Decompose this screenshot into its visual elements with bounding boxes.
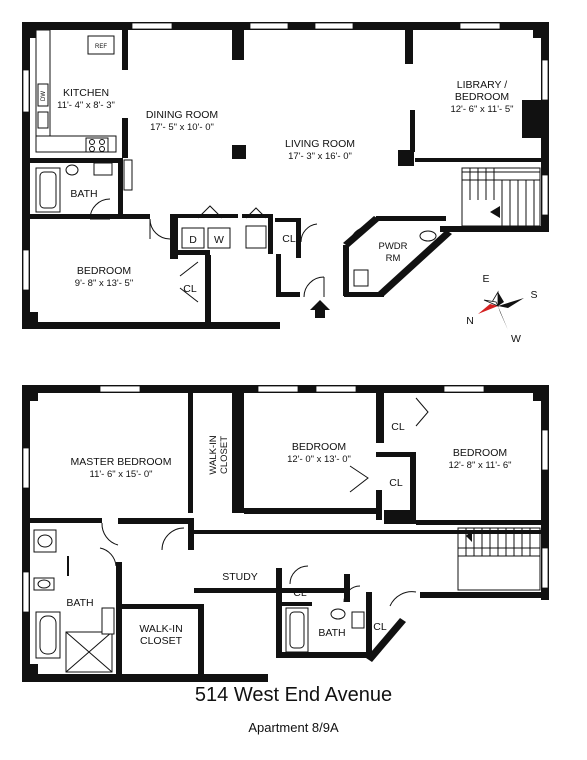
dryer-label: D xyxy=(189,234,197,246)
upper-windows xyxy=(22,22,549,291)
compass-west-label: W xyxy=(511,333,521,345)
lower-doors xyxy=(99,397,429,607)
entry-arrow-icon xyxy=(310,300,330,318)
living-room-dims: 17'- 3" x 16'- 0" xyxy=(288,151,352,162)
ref-label: REF xyxy=(95,44,107,50)
dishwasher xyxy=(37,83,49,107)
master-bath-label: BATH xyxy=(66,597,93,609)
compass-rose: E S N W xyxy=(466,273,537,345)
kitchen-name: KITCHEN xyxy=(63,87,109,99)
bedroom-right-name: BEDROOM xyxy=(453,447,507,459)
kitchen-sink xyxy=(37,111,49,129)
dining-room-name: DINING ROOM xyxy=(146,109,218,121)
dw-label: DW xyxy=(41,91,47,101)
upper-interior-walls xyxy=(30,30,548,325)
upper-floor: REF DW KITCHEN 11'- 4" x 8' xyxy=(22,22,549,345)
dining-room-dims: 17'- 5" x 10'- 0" xyxy=(150,122,214,133)
bedroom-center-dims: 12'- 0" x 13'- 0" xyxy=(287,454,351,465)
master-bedroom-dims: 11'- 6" x 15'- 0" xyxy=(89,469,152,480)
closet-a-label: CL xyxy=(183,283,197,295)
lower-stairs xyxy=(457,527,541,591)
listing-title: 514 West End Avenue xyxy=(194,684,393,706)
bedroom-right-dims: 12'- 8" x 11'- 6" xyxy=(448,460,511,471)
dryer-box xyxy=(181,227,205,249)
walkin-closet-line2: CLOSET xyxy=(140,635,183,647)
walkin-vertical-line2: CLOSET xyxy=(219,436,230,474)
upper-bath-name: BATH xyxy=(70,188,97,200)
compass-north-label: N xyxy=(466,315,474,327)
refrigerator xyxy=(87,35,115,55)
washer-box xyxy=(207,227,231,249)
upper-bedroom-dims: 9'- 8" x 13'- 5" xyxy=(75,278,133,289)
washer-label: W xyxy=(214,234,224,246)
master-bath-fixtures xyxy=(33,529,115,673)
upper-doors xyxy=(89,198,363,303)
compass-south-label: S xyxy=(530,289,537,301)
closet-b-label: CL xyxy=(282,233,296,245)
bath-small-label: BATH xyxy=(318,627,345,639)
upper-stairs xyxy=(461,167,541,227)
library-name-line1: LIBRARY / xyxy=(457,79,507,91)
listing-subtitle: Apartment 8/9A xyxy=(248,720,339,735)
lower-windows xyxy=(22,385,549,613)
walkin-vertical-line1: WALK-IN xyxy=(208,435,219,474)
closet-2-label: CL xyxy=(389,477,403,489)
closet-4-label: CL xyxy=(373,621,387,633)
powder-fixtures xyxy=(353,230,437,287)
compass-east-label: E xyxy=(482,273,489,285)
walkin-closet-line1: WALK-IN xyxy=(139,623,182,635)
upper-bedroom-name: BEDROOM xyxy=(77,265,131,277)
closet-3-label: CL xyxy=(293,587,307,599)
kitchen-dims: 11'- 4" x 8'- 3" xyxy=(57,100,115,111)
lower-floor: MASTER BEDROOM 11'- 6" x 15'- 0" WALK-IN… xyxy=(22,385,549,682)
living-room-name: LIVING ROOM xyxy=(285,138,355,150)
powder-room-line1: PWDR xyxy=(378,241,407,252)
powder-room-line2: RM xyxy=(386,253,401,264)
master-bedroom-name: MASTER BEDROOM xyxy=(71,456,172,468)
closet-1-label: CL xyxy=(391,421,405,433)
stove xyxy=(85,137,109,153)
kitchen-fixtures: REF DW xyxy=(35,29,117,153)
upper-bath-fixtures xyxy=(35,159,133,213)
study-label: STUDY xyxy=(222,571,258,583)
library-name-line2: BEDROOM xyxy=(455,91,509,103)
small-bath-fixtures xyxy=(285,607,365,653)
lower-interior-walls xyxy=(30,393,542,678)
bedroom-center-name: BEDROOM xyxy=(292,441,346,453)
library-dims: 12'- 6" x 11'- 5" xyxy=(450,104,513,115)
